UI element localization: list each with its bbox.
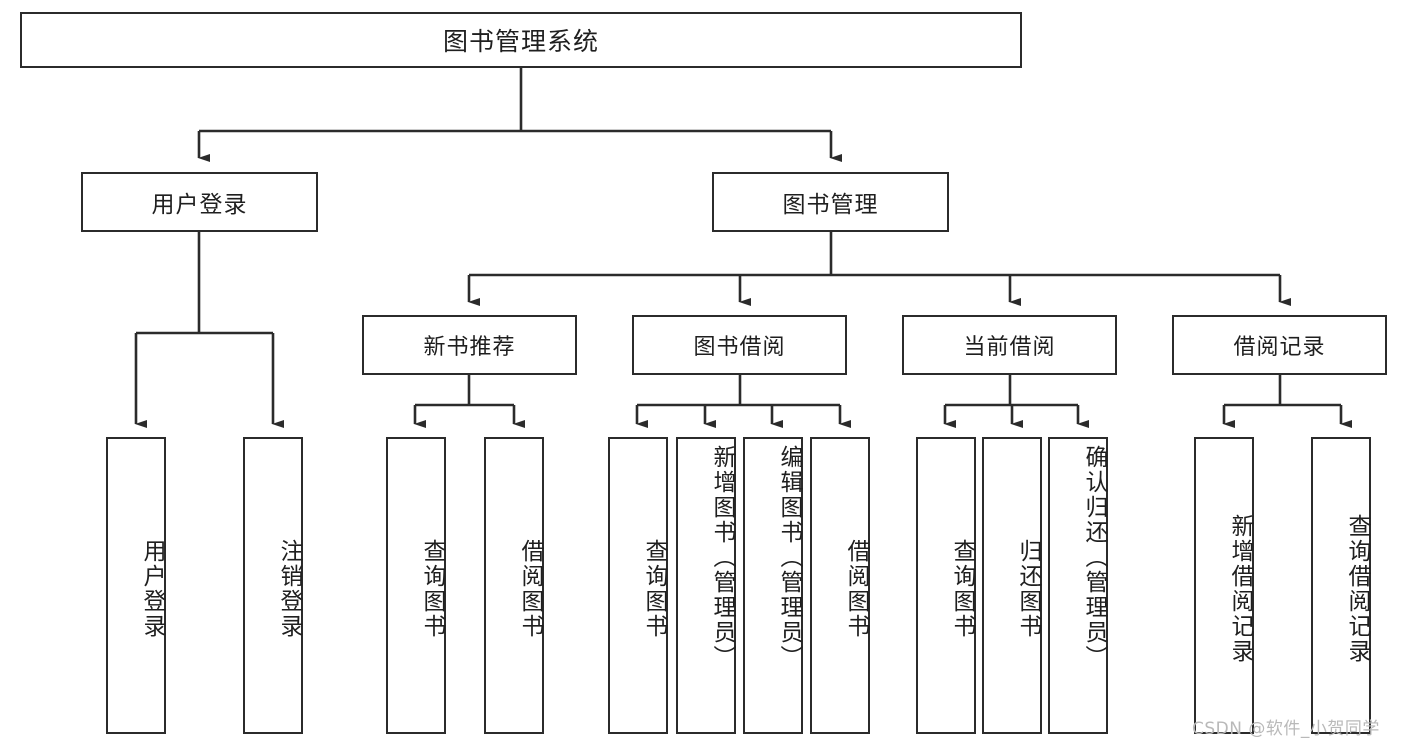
node-label: 新书推荐 [423, 335, 516, 360]
node-label: 归还图书 [1015, 538, 1041, 639]
node-label: 查询借阅记录 [1344, 513, 1370, 664]
node-label: 借阅图书 [517, 538, 543, 639]
node-label: 查询图书 [419, 538, 445, 639]
csdn-watermark: CSDN @软件_小贺同学 [1192, 719, 1380, 739]
leaf-book-borrow-add-book-admin[interactable]: 新增图书（管理员） [676, 437, 736, 734]
leaf-current-borrow-return-book[interactable]: 归还图书 [982, 437, 1042, 734]
node-label: 借阅图书 [843, 538, 869, 639]
node-label: 新增图书（管理员） [709, 445, 735, 670]
leaf-current-borrow-query-book[interactable]: 查询图书 [916, 437, 976, 734]
leaf-borrow-record-query-record[interactable]: 查询借阅记录 [1311, 437, 1371, 734]
node-new-book-recommend[interactable]: 新书推荐 [362, 315, 577, 375]
node-user-login[interactable]: 用户登录 [81, 172, 318, 232]
node-label: 借阅记录 [1233, 335, 1326, 360]
node-book-borrow[interactable]: 图书借阅 [632, 315, 847, 375]
node-book-management[interactable]: 图书管理 [712, 172, 949, 232]
node-label: 用户登录 [139, 538, 165, 639]
leaf-new-book-borrow-book[interactable]: 借阅图书 [484, 437, 544, 734]
node-label: 新增借阅记录 [1227, 513, 1253, 664]
node-label: 图书管理 [782, 192, 879, 218]
node-label: 编辑图书（管理员） [776, 445, 802, 670]
leaf-user-login-login[interactable]: 用户登录 [106, 437, 166, 734]
node-borrow-record[interactable]: 借阅记录 [1172, 315, 1387, 375]
leaf-book-borrow-query-book[interactable]: 查询图书 [608, 437, 668, 734]
node-label: 确认归还（管理员） [1081, 445, 1107, 670]
leaf-current-borrow-confirm-return-admin[interactable]: 确认归还（管理员） [1048, 437, 1108, 734]
leaf-user-login-logout[interactable]: 注销登录 [243, 437, 303, 734]
node-root-book-management-system[interactable]: 图书管理系统 [20, 12, 1022, 68]
node-label: 当前借阅 [963, 335, 1056, 360]
leaf-borrow-record-add-record[interactable]: 新增借阅记录 [1194, 437, 1254, 734]
leaf-new-book-query-book[interactable]: 查询图书 [386, 437, 446, 734]
node-label: 注销登录 [276, 538, 302, 639]
node-label: 查询图书 [641, 538, 667, 639]
node-label: 查询图书 [949, 538, 975, 639]
node-label: 图书借阅 [693, 335, 786, 360]
node-current-borrow[interactable]: 当前借阅 [902, 315, 1117, 375]
leaf-book-borrow-borrow-book[interactable]: 借阅图书 [810, 437, 870, 734]
node-label: 图书管理系统 [442, 27, 599, 56]
node-label: 用户登录 [151, 192, 248, 218]
leaf-book-borrow-edit-book-admin[interactable]: 编辑图书（管理员） [743, 437, 803, 734]
